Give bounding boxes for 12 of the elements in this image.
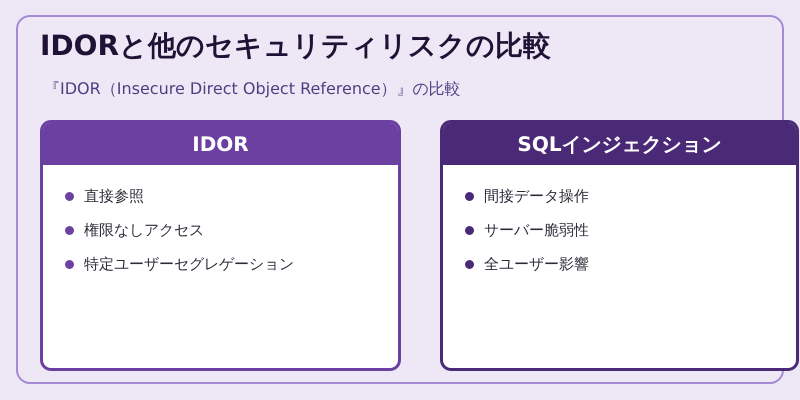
list-item: 間接データ操作: [484, 186, 589, 206]
card-header: IDOR: [43, 123, 398, 165]
list-item: 特定ユーザーセグレゲーション: [84, 254, 294, 274]
list-item: 直接参照: [84, 186, 144, 206]
diagram-title: IDORと他のセキュリティリスクの比較: [40, 28, 552, 64]
card-header: SQLインジェクション: [443, 123, 796, 165]
list-item: 全ユーザー影響: [484, 254, 589, 274]
list-item: サーバー脆弱性: [484, 220, 589, 240]
list-item: 権限なしアクセス: [84, 220, 204, 240]
comparison-card: [440, 120, 799, 371]
comparison-card: [40, 120, 401, 371]
subtitle: 『IDOR（Insecure Direct Object Reference）』の比較: [44, 78, 461, 100]
